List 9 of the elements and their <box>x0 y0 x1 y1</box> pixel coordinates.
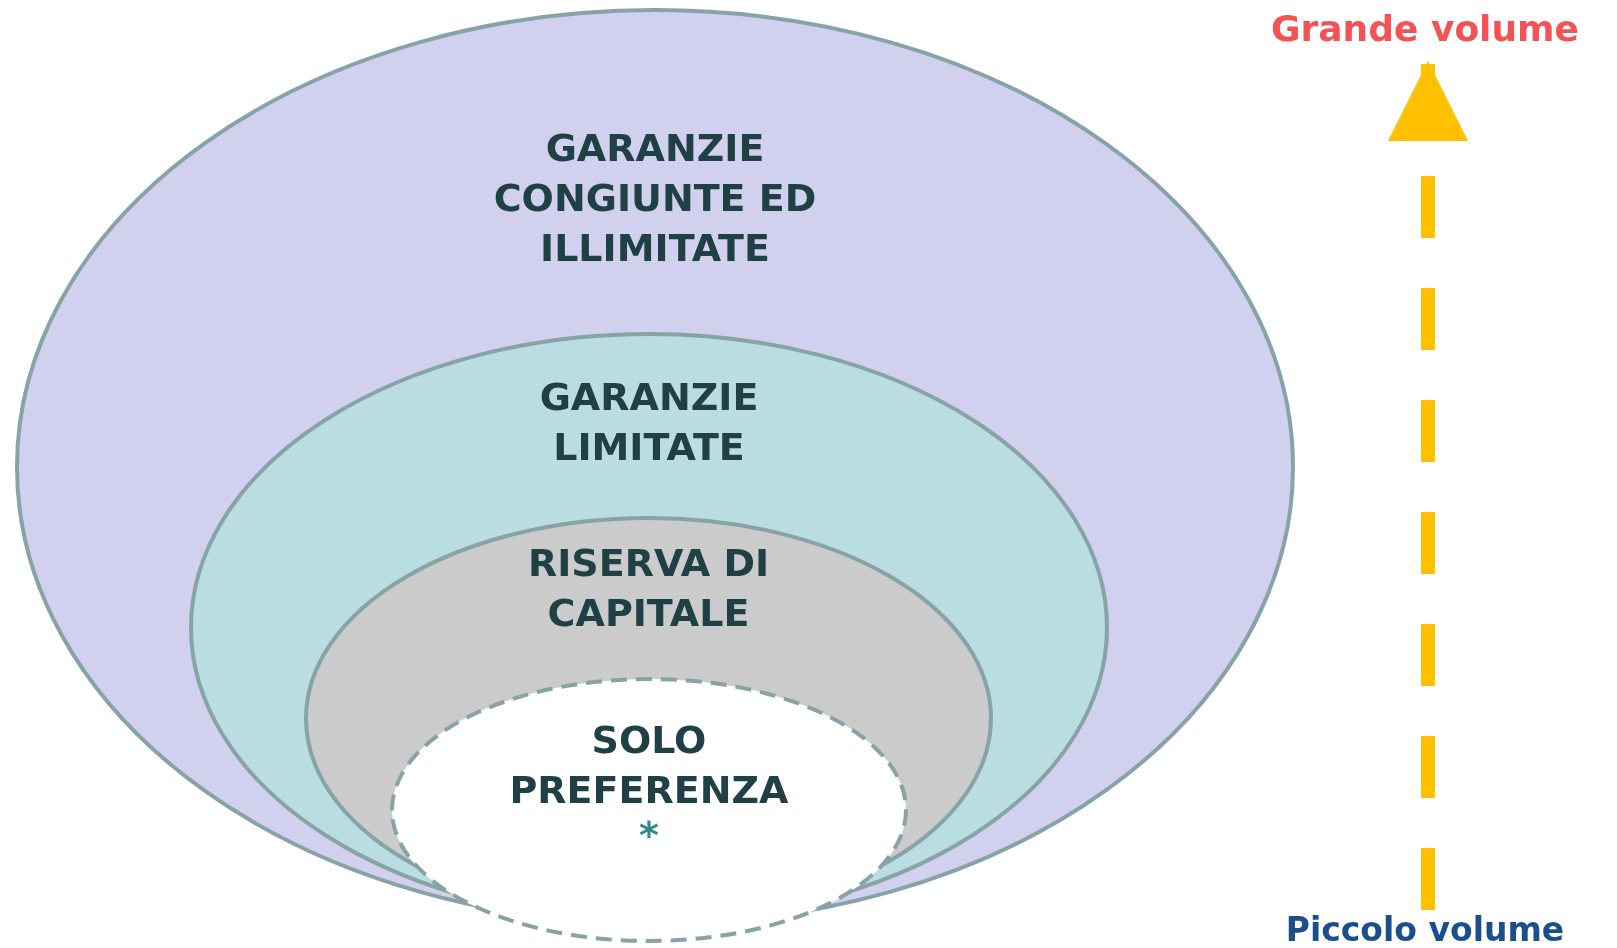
region-label: SOLO PREFERENZA <box>508 717 790 814</box>
axis-label: Piccolo volume <box>1285 912 1565 948</box>
region-label: GARANZIE CONGIUNTE ED ILLIMITATE <box>492 125 818 272</box>
axis-label: Grande volume <box>1270 7 1579 51</box>
region-label: RISERVA DI CAPITALE <box>526 540 771 637</box>
arrow <box>1388 61 1468 910</box>
footnote-mark: * <box>639 815 659 855</box>
ellipse-region <box>390 677 908 943</box>
region-label: GARANZIE LIMITATE <box>538 374 760 471</box>
